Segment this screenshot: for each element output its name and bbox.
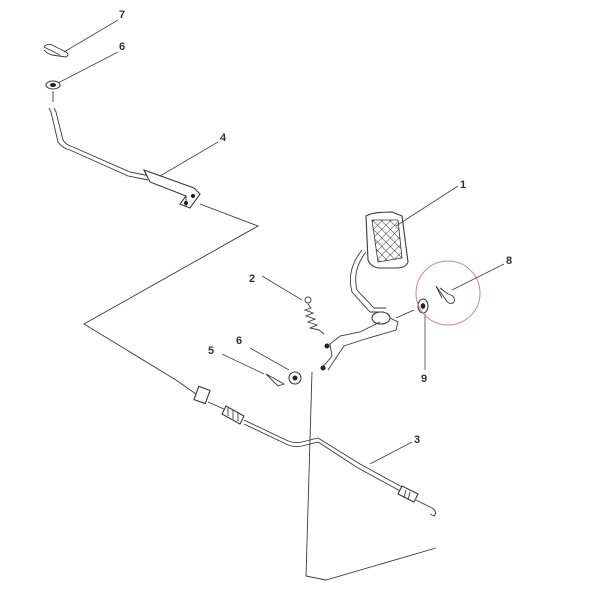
- callout-2: 2: [249, 273, 255, 285]
- leader-6-mid: [249, 347, 290, 371]
- cable-routing-line: [83, 203, 260, 381]
- leader-5: [221, 353, 265, 375]
- callout-3: 3: [414, 434, 420, 446]
- pedal-routing-line: [305, 371, 437, 581]
- leader-8: [451, 263, 505, 291]
- clevis-pin: [265, 373, 286, 387]
- cotter-pin-pedal: [435, 285, 455, 305]
- callout-6-top: 6: [119, 41, 125, 53]
- callout-4: 4: [220, 132, 227, 144]
- leader-2: [261, 275, 303, 301]
- callout-1: 1: [460, 179, 466, 191]
- washer-pedal: [417, 298, 429, 314]
- leader-1: [395, 185, 459, 227]
- leader-6-top: [57, 51, 119, 84]
- callout-8: 8: [506, 255, 512, 267]
- cotter-pin-top: [43, 43, 69, 58]
- callout-9: 9: [421, 373, 427, 385]
- return-spring: [303, 296, 325, 335]
- leader-4: [159, 141, 219, 177]
- accelerator-pedal: [320, 211, 415, 371]
- throttle-cable: [175, 379, 437, 517]
- leader-3: [369, 441, 413, 465]
- throttle-rod: [48, 107, 201, 209]
- leader-7: [63, 19, 119, 53]
- callout-7: 7: [119, 9, 125, 21]
- callout-6-mid: 6: [236, 335, 242, 347]
- washer-top: [45, 80, 61, 90]
- washer-mid: [288, 371, 302, 385]
- highlight-circle: [415, 260, 481, 326]
- callout-5: 5: [208, 345, 214, 357]
